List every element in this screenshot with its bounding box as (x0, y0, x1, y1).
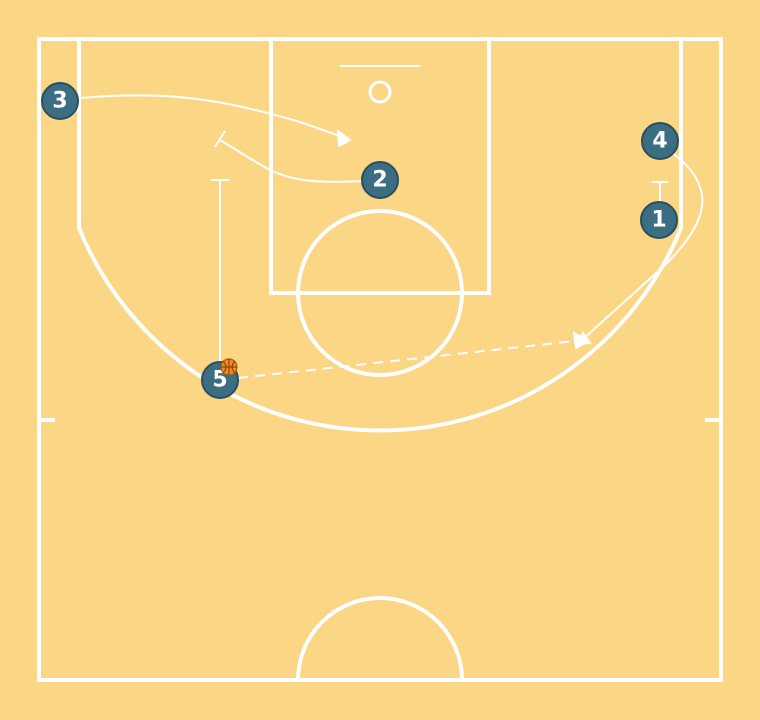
player-1: 1 (640, 201, 678, 239)
player-2-marker (361, 161, 399, 199)
play-actions (61, 94, 704, 379)
court-lines (37, 37, 723, 682)
basketball-icon (220, 358, 238, 376)
cut-arrowhead-3 (336, 128, 352, 148)
free-throw-lane (269, 37, 491, 295)
center-circle (296, 596, 464, 681)
player-5: 5 (201, 358, 239, 399)
player-2-label: 2 (372, 168, 387, 193)
player-2: 2 (361, 161, 399, 199)
player-3-marker (41, 82, 79, 120)
three-point-line (77, 39, 683, 433)
cut-path-4 (581, 153, 704, 341)
pass-path-5 (237, 340, 576, 379)
player-4: 4 (641, 122, 679, 160)
player-1-label: 1 (651, 208, 666, 233)
player-3: 3 (41, 82, 79, 120)
pass-arrowhead-5 (572, 331, 590, 350)
screen-bar-2 (214, 130, 226, 148)
player-1-marker (640, 201, 678, 239)
player-4-label: 4 (652, 129, 667, 154)
screen-path-2 (219, 139, 363, 183)
free-throw-circle (296, 209, 464, 377)
player-3-label: 3 (52, 89, 67, 114)
rim (368, 80, 392, 104)
player-4-marker (641, 122, 679, 160)
cut-path-3 (61, 94, 341, 137)
